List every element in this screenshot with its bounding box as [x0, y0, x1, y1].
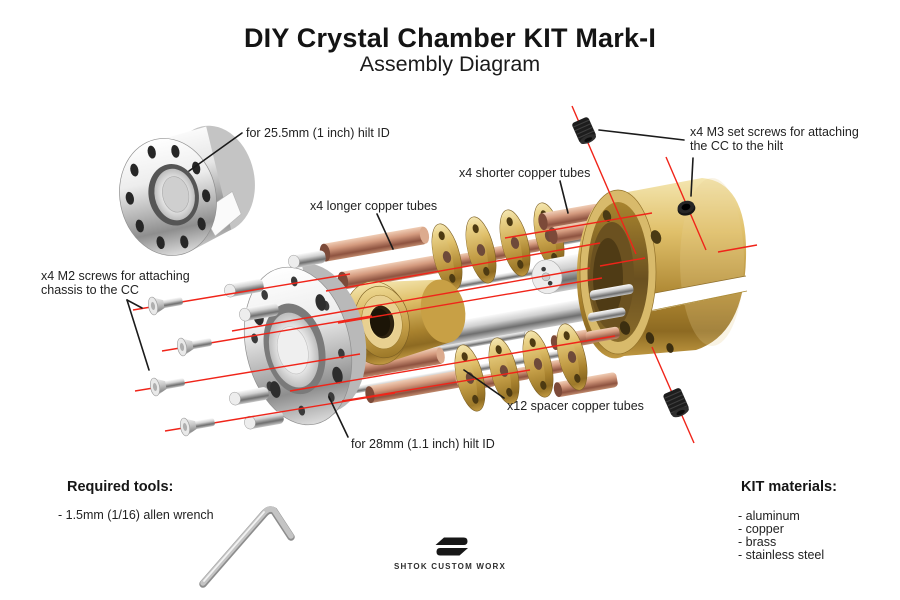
page-subtitle: Assembly Diagram [359, 52, 541, 76]
label-longer-tubes: x4 longer copper tubes [310, 199, 438, 213]
longer-copper-tubes [319, 226, 450, 290]
kit-materials-list: - aluminum - copper - brass - stainless … [738, 510, 824, 562]
kit-materials-title: KIT materials: [741, 479, 837, 495]
material-item: - aluminum [738, 509, 800, 523]
label-m2-screws: x4 M2 screws for attaching chassis to th… [41, 269, 190, 297]
leader-lines [126, 129, 694, 438]
label-m3-line1: x4 M3 set screws for attaching [690, 125, 859, 139]
material-item: - copper [738, 522, 784, 536]
m2-screws [148, 296, 215, 437]
material-item: - brass [738, 535, 777, 549]
label-shorter-tubes: x4 shorter copper tubes [459, 166, 591, 180]
m3-set-screw-bottom [663, 388, 689, 418]
m2-screw [180, 417, 215, 437]
label-hilt-large: for 28mm (1.1 inch) hilt ID [351, 437, 495, 451]
label-m3-set-screws: x4 M3 set screws for attaching the CC to… [690, 125, 859, 153]
label-m3-line2: the CC to the hilt [690, 139, 784, 153]
s-bars-logo-icon [435, 537, 468, 556]
m2-screw [150, 377, 185, 397]
hilt-adapter-ring [119, 125, 255, 256]
crystal-chamber-body [576, 178, 748, 359]
m2-screw [148, 296, 183, 316]
label-m2-line2: chassis to the CC [41, 283, 139, 297]
required-tools-item: - 1.5mm (1/16) allen wrench [58, 508, 214, 522]
m2-screw [177, 337, 212, 357]
label-m2-line1: x4 M2 screws for attaching [41, 269, 190, 283]
required-tools-title: Required tools: [67, 479, 174, 495]
m3-set-screw-top [572, 117, 596, 145]
brand-name: SHTOK CUSTOM WORX [393, 562, 507, 571]
m3-set-screw-installed [677, 200, 696, 216]
label-hilt-small: for 25.5mm (1 inch) hilt ID [246, 126, 390, 140]
allen-wrench [199, 506, 295, 588]
page-title: DIY Crystal Chamber KIT Mark-I [243, 23, 657, 53]
label-spacer-tubes: x12 spacer copper tubes [507, 399, 644, 413]
material-item: - stainless steel [738, 548, 825, 562]
